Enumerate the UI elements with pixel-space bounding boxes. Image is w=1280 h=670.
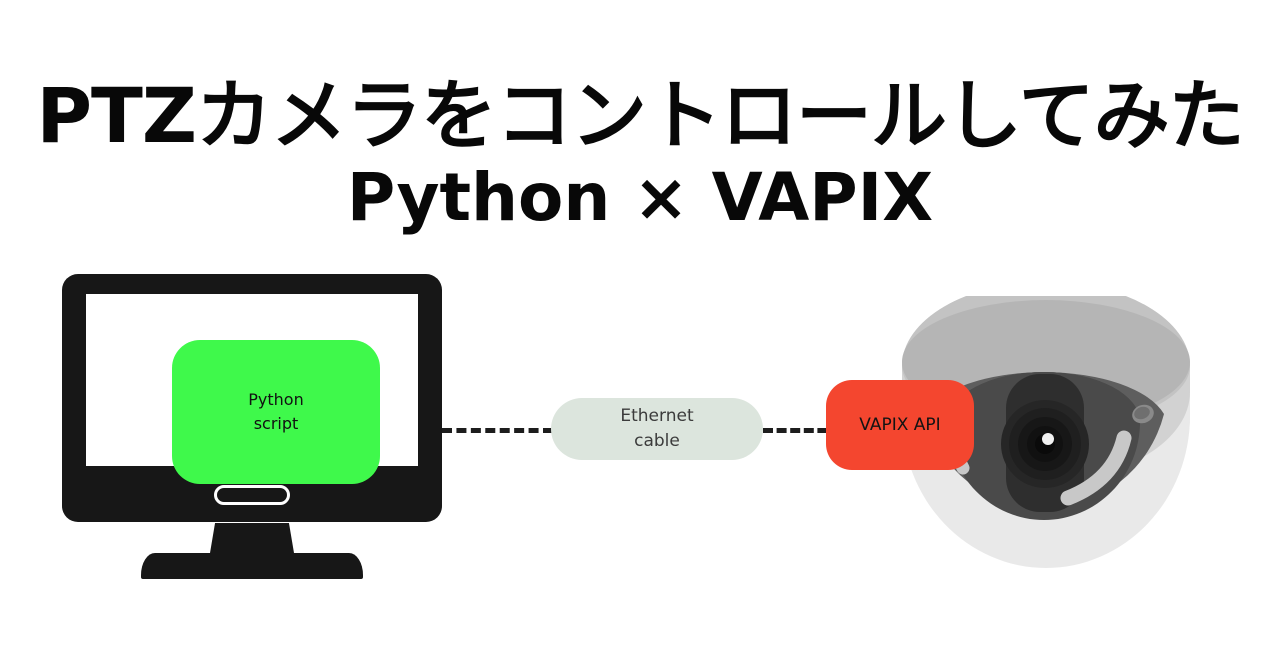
- ethernet-line-2: cable: [634, 431, 680, 451]
- vapix-api-text: VAPIX API: [859, 415, 941, 435]
- camera-highlight-right: [1060, 430, 1132, 506]
- monitor-base: [141, 553, 363, 579]
- monitor-neck: [210, 523, 294, 553]
- page-title: PTZカメラをコントロールしてみた Python × VAPIX: [0, 74, 1280, 238]
- python-script-line-1: Python: [248, 390, 304, 409]
- title-line-2: Python × VAPIX: [346, 159, 934, 236]
- title-line-1: PTZカメラをコントロールしてみた: [36, 71, 1244, 160]
- python-script-card: Python script: [172, 340, 380, 484]
- monitor-frame: Python script: [62, 274, 442, 522]
- connector-ethernet-to-vapix: [763, 428, 841, 433]
- monitor-screen: Python script: [86, 294, 418, 484]
- ptz-dome-camera-icon: [896, 296, 1196, 586]
- connector-monitor-to-ethernet: [442, 428, 553, 433]
- ethernet-line-1: Ethernet: [620, 406, 694, 426]
- computer-monitor: Python script: [62, 274, 442, 594]
- camera-lens-glint: [1042, 433, 1054, 445]
- python-script-line-2: script: [253, 414, 299, 433]
- camera-screw-hole-inner: [1134, 406, 1150, 420]
- monitor-power-button: [214, 485, 290, 505]
- ethernet-cable-label: Ethernet cable: [551, 398, 763, 460]
- vapix-api-label: VAPIX API: [826, 380, 974, 470]
- camera-svg: [902, 296, 1190, 568]
